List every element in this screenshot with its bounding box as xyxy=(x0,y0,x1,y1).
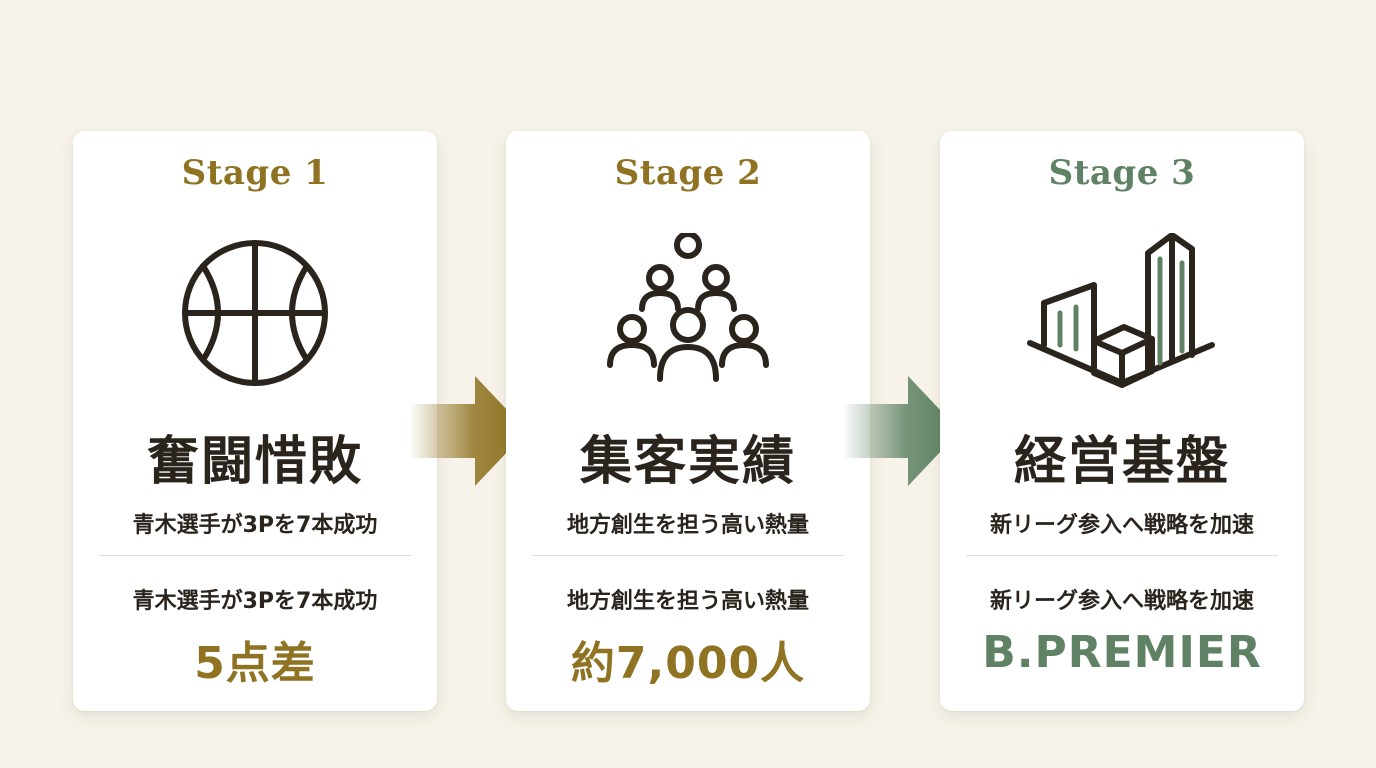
arrow-right-icon xyxy=(842,376,960,486)
stage-title: 集客実績 xyxy=(579,431,796,492)
stage-title: 経営基盤 xyxy=(1013,431,1230,492)
stage-subtitle-2: 新リーグ参入へ戦略を加速 xyxy=(989,589,1254,614)
stage-highlight: 約7,000人 xyxy=(570,638,806,689)
crowd-icon xyxy=(607,233,769,382)
divider xyxy=(532,555,844,556)
arrow-right-icon xyxy=(409,376,527,486)
stage-subtitle-1: 地方創生を担う高い熱量 xyxy=(566,513,809,538)
stage-label: Stage 2 xyxy=(614,153,762,193)
stage-subtitle-1: 新リーグ参入へ戦略を加速 xyxy=(989,513,1254,538)
stage-subtitle-1: 青木選手が3Pを7本成功 xyxy=(132,513,378,538)
stage-subtitle-2: 地方創生を担う高い熱量 xyxy=(566,589,809,614)
stage-subtitle-2: 青木選手が3Pを7本成功 xyxy=(132,589,378,614)
stage-card-3: Stage 3 経営基盤 新リーグ参入へ戦略を加速 新リーグ参入へ戦略を加速 B… xyxy=(940,131,1304,711)
divider xyxy=(966,555,1278,556)
stage-card-2: Stage 2 集客実績 地方創生を担う高い熱量 地方創生を担う高い熱量 約7,… xyxy=(506,131,870,711)
buildings-icon xyxy=(1027,233,1215,388)
stage-card-1: Stage 1 奮闘惜敗 青木選手が3Pを7本成功 青木選手が3Pを7本成功 5… xyxy=(73,131,437,711)
divider xyxy=(99,555,411,556)
stage-label: Stage 3 xyxy=(1048,153,1196,193)
stage-label: Stage 1 xyxy=(181,153,329,193)
stage-highlight: 5点差 xyxy=(194,638,316,689)
stage-title: 奮闘惜敗 xyxy=(146,431,363,492)
basketball-icon xyxy=(182,240,328,386)
stage-highlight: B.PREMIER xyxy=(982,627,1262,678)
